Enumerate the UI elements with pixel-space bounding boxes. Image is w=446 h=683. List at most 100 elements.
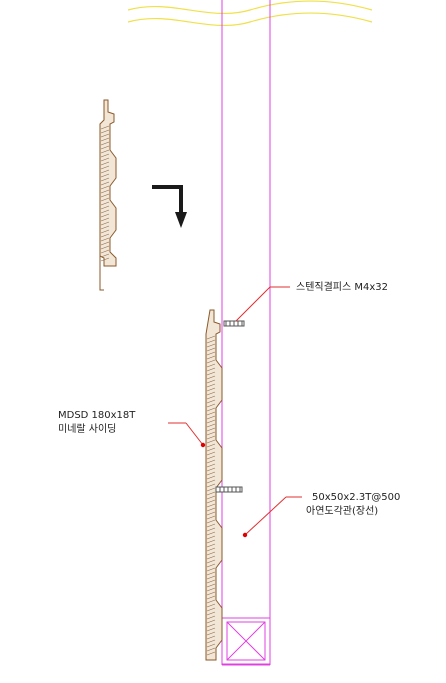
hatch-stroke: [206, 491, 216, 496]
hatch-stroke: [206, 483, 216, 488]
hatch-stroke: [206, 371, 216, 376]
hatch-stroke: [206, 467, 216, 472]
hatch-stroke: [206, 355, 216, 360]
hatch-stroke: [206, 527, 216, 532]
hatch-stroke: [100, 237, 110, 242]
hatch-stroke: [206, 595, 216, 600]
hatch-stroke: [206, 419, 216, 424]
hatch-stroke: [206, 463, 216, 468]
hatch-stroke: [206, 627, 216, 632]
hatch-stroke: [206, 395, 216, 400]
hatch-stroke: [100, 161, 110, 166]
hatch-stroke: [100, 197, 110, 202]
siding-piece-detached: [99, 99, 117, 291]
hatch-stroke: [206, 647, 216, 652]
pipe-label-line2: 아연도각관(장선): [306, 505, 378, 517]
hatch-stroke: [206, 551, 216, 556]
hatch-stroke: [206, 471, 216, 476]
hatch-stroke: [206, 543, 216, 548]
hatch-stroke: [206, 559, 216, 564]
stud-profile: [221, 0, 271, 666]
hatch-stroke: [206, 411, 216, 416]
hatch-stroke: [100, 137, 110, 142]
hatch-stroke: [206, 487, 216, 492]
hatch-stroke: [206, 459, 216, 464]
hatch-stroke: [206, 439, 216, 444]
hatch-stroke: [206, 579, 216, 584]
screw-top-icon: [223, 320, 245, 327]
hatch-stroke: [100, 169, 110, 174]
hatch-stroke: [206, 651, 216, 656]
hatch-stroke: [100, 233, 110, 238]
hatch-stroke: [100, 157, 110, 162]
hatch-stroke: [206, 415, 216, 420]
hatch-stroke: [100, 217, 110, 222]
hatch-stroke: [100, 229, 110, 234]
hatch-stroke: [206, 571, 216, 576]
hatch-stroke: [206, 435, 216, 440]
hatch-stroke: [206, 503, 216, 508]
leader-lines: [168, 286, 302, 536]
hatch-stroke: [206, 547, 216, 552]
hatch-stroke: [100, 149, 110, 154]
hatch-stroke: [206, 443, 216, 448]
hatch-stroke: [100, 153, 110, 158]
hatch-stroke: [100, 189, 110, 194]
hatch-stroke: [206, 359, 216, 364]
hatch-stroke: [100, 209, 110, 214]
hatch-stroke: [100, 193, 110, 198]
hatch-stroke: [206, 603, 216, 608]
hatch-stroke: [206, 427, 216, 432]
hatch-stroke: [206, 451, 216, 456]
hatch-stroke: [100, 201, 110, 206]
hatch-stroke: [206, 375, 216, 380]
hatch-stroke: [206, 511, 216, 516]
bent-down-arrow-icon: [152, 185, 187, 228]
hatch-stroke: [100, 133, 110, 138]
siding-piece-installed: [205, 309, 223, 661]
hatch-stroke: [206, 615, 216, 620]
hatch-stroke: [206, 383, 216, 388]
hatch-stroke: [100, 249, 110, 254]
hatch-stroke: [100, 257, 110, 262]
hatch-stroke: [206, 403, 216, 408]
hatch-stroke: [100, 185, 110, 190]
siding-label-line1: MDSD 180x18T: [58, 410, 136, 421]
hatch-stroke: [206, 391, 216, 396]
leader-dot: [200, 442, 206, 448]
hatch-stroke: [100, 129, 110, 134]
hatch-stroke: [100, 177, 110, 182]
siding-label-line2: 미네랄 사이딩: [58, 422, 116, 435]
hatch-stroke: [206, 539, 216, 544]
hatch-stroke: [206, 599, 216, 604]
hatch-stroke: [206, 555, 216, 560]
hatch-stroke: [100, 181, 110, 186]
hatch-stroke: [206, 455, 216, 460]
hatch-stroke: [100, 205, 110, 210]
hatch-stroke: [206, 531, 216, 536]
hatch-stroke: [100, 165, 110, 170]
hatch-stroke: [206, 387, 216, 392]
hatch-stroke: [206, 515, 216, 520]
hatch-stroke: [206, 479, 216, 484]
hatch-stroke: [100, 141, 110, 146]
hatch-stroke: [206, 591, 216, 596]
hatch-stroke: [206, 643, 216, 648]
hatch-stroke: [206, 639, 216, 644]
hatch-stroke: [206, 447, 216, 452]
hatch-stroke: [100, 241, 110, 246]
hatch-stroke: [206, 431, 216, 436]
hatch-stroke: [206, 495, 216, 500]
hatch-stroke: [206, 367, 216, 372]
hatch-stroke: [206, 631, 216, 636]
hatch-stroke: [100, 253, 110, 258]
hatch-stroke: [206, 567, 216, 572]
leader-dot: [242, 532, 248, 538]
hatch-stroke: [100, 221, 110, 226]
hatch-stroke: [206, 423, 216, 428]
hatch-stroke: [206, 583, 216, 588]
hatch-stroke: [100, 225, 110, 230]
pipe-label-line1: 50x50x2.3T@500: [312, 492, 400, 503]
screw-mid-icon: [215, 486, 243, 493]
